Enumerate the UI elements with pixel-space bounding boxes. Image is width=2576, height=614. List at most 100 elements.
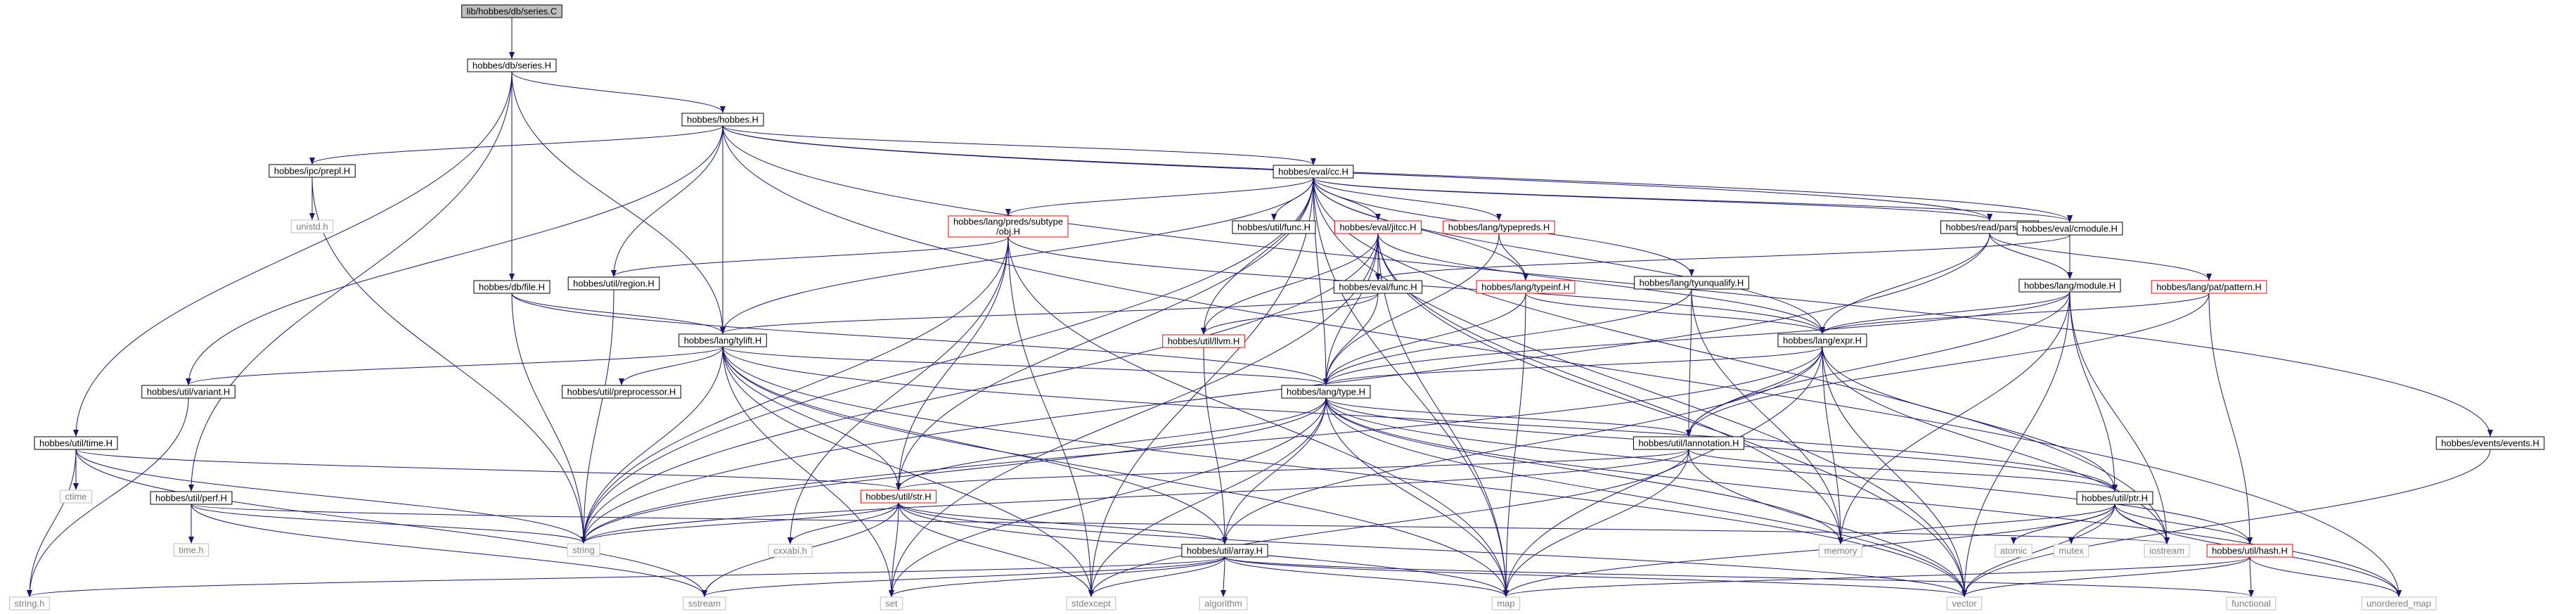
node-functional: functional <box>2226 596 2276 610</box>
node-tyunqualify[interactable]: hobbes/lang/tyunqualify.H <box>1634 276 1749 290</box>
node-label: functional <box>2232 598 2271 608</box>
edge-eval_cc-to-map <box>1313 177 1509 597</box>
node-map: map <box>1491 596 1521 610</box>
node-eval_func[interactable]: hobbes/eval/func.H <box>1333 280 1423 294</box>
node-layer: lib/hobbes/db/series.C hobbes/db/series.H… <box>9 4 2545 610</box>
node-lang_type[interactable]: hobbes/lang/type.H <box>1281 385 1371 399</box>
node-db_file[interactable]: hobbes/db/file.H <box>473 280 550 294</box>
node-box <box>1333 280 1423 294</box>
node-box <box>1443 220 1555 234</box>
node-label: hobbes/util/str.H <box>865 491 931 501</box>
edge-lang_type-to-set <box>889 397 1327 597</box>
edge-hobbes_H-to-read_parser <box>722 125 1992 221</box>
edge-util_perf-to-sstream <box>191 504 707 597</box>
node-read_parser[interactable]: hobbes/read/parser.H <box>1940 220 2040 234</box>
node-eval_cc[interactable]: hobbes/eval/cc.H <box>1273 165 1354 179</box>
edge-lannotation-to-util_str <box>896 449 1689 490</box>
edge-lang_type-to-lannotation <box>1325 397 1692 437</box>
node-box <box>2144 544 2190 558</box>
edge-util_hash-to-map <box>1503 556 2250 597</box>
edge-util_time-to-string <box>75 449 586 544</box>
node-box <box>34 436 118 450</box>
node-pat_pattern[interactable]: hobbes/lang/pat/pattern.H <box>2151 280 2267 294</box>
node-label: set <box>885 598 898 608</box>
edge-util_ptr-to-map <box>1503 504 2115 597</box>
node-lang_expr[interactable]: hobbes/lang/expr.H <box>1777 333 1867 347</box>
node-util_perf[interactable]: hobbes/util/perf.H <box>150 491 233 505</box>
node-prepl[interactable]: hobbes/ipc/prepl.H <box>269 164 356 178</box>
node-tylift[interactable]: hobbes/lang/tylift.H <box>678 333 767 347</box>
edge-eval_func-to-lang_type <box>1323 293 1379 385</box>
node-lang_module[interactable]: hobbes/lang/module.H <box>2018 279 2121 293</box>
edge-eval_cc-to-vector <box>1313 177 1967 597</box>
edge-hobbes_H-to-cmodule <box>722 125 2073 222</box>
edge-series_H-to-util_perf <box>188 71 513 492</box>
edge-tylift-to-string <box>581 346 723 544</box>
node-vector: vector <box>1946 596 1983 610</box>
node-series_H[interactable]: hobbes/db/series.H <box>467 58 557 72</box>
node-label: hobbes/util/lannotation.H <box>1638 437 1739 448</box>
edge-events_H-to-vector <box>1962 449 2491 597</box>
node-box <box>567 543 600 557</box>
node-util_time[interactable]: hobbes/util/time.H <box>34 436 118 450</box>
node-box <box>1476 280 1576 294</box>
edge-util_ptr-to-util_hash <box>2114 504 2253 544</box>
node-hobbes_H[interactable]: hobbes/hobbes.H <box>681 113 764 127</box>
node-util_ptr[interactable]: hobbes/util/ptr.H <box>2076 491 2153 505</box>
edge-pat_pattern-to-lannotation <box>1686 293 2210 437</box>
edge-read_parser-to-pat_pattern <box>1989 233 2212 281</box>
edge-lang_expr-to-util_ptr <box>1822 346 2118 492</box>
node-box <box>9 596 50 610</box>
edge-tyunqualify-to-lannotation <box>1686 288 1692 437</box>
node-label: hobbes/db/file.H <box>479 281 545 292</box>
node-label: hobbes/util/llvm.H <box>1168 335 1240 346</box>
node-box <box>290 219 334 234</box>
node-util_array[interactable]: hobbes/util/array.H <box>1181 544 1268 558</box>
edge-util_ptr-to-iostream <box>2114 504 2170 544</box>
node-util_func[interactable]: hobbes/util/func.H <box>1232 220 1316 234</box>
node-label: string.h <box>15 598 45 608</box>
node-jitcc[interactable]: hobbes/eval/jitcc.H <box>1334 220 1422 234</box>
node-box <box>1632 436 1745 450</box>
edge-util_str-to-vector <box>898 502 1967 597</box>
node-ctime: ctime <box>59 490 93 504</box>
node-cmodule[interactable]: hobbes/eval/cmodule.H <box>2016 222 2123 236</box>
node-box <box>2206 544 2293 558</box>
node-string_h: string.h <box>9 596 50 610</box>
node-util_str[interactable]: hobbes/util/str.H <box>860 490 937 504</box>
edge-lang_expr-to-lannotation <box>1686 346 1823 437</box>
node-util_llvm[interactable]: hobbes/util/llvm.H <box>1162 334 1245 348</box>
edge-lang_type-to-string <box>581 397 1327 544</box>
node-box <box>880 596 903 610</box>
node-typepreds[interactable]: hobbes/lang/typepreds.H <box>1443 220 1555 234</box>
node-box <box>2361 596 2437 610</box>
node-series_C[interactable]: lib/hobbes/db/series.C <box>461 4 562 18</box>
node-util_region[interactable]: hobbes/util/region.H <box>567 276 660 290</box>
node-label: hobbes/lang/preds/subtype <box>953 216 1063 226</box>
edge-util_ptr-to-memory <box>1838 504 2115 544</box>
node-lannotation[interactable]: hobbes/util/lannotation.H <box>1632 436 1745 450</box>
node-box <box>567 276 660 290</box>
edge-eval_cc-to-util_llvm <box>1201 177 1314 335</box>
edge-typeinf-to-lang_expr <box>1525 293 1825 334</box>
edge-series_H-to-hobbes_H <box>511 71 726 113</box>
node-preprocessor[interactable]: hobbes/util/preprocessor.H <box>562 385 681 399</box>
node-typeinf[interactable]: hobbes/lang/typeinf.H <box>1476 280 1576 294</box>
node-label: ctime <box>65 491 86 501</box>
node-box <box>1995 544 2033 558</box>
node-box <box>1162 334 1245 348</box>
edge-lang_type-to-util_array <box>1222 397 1327 544</box>
node-label: vector <box>1952 598 1977 608</box>
node-box <box>2151 280 2267 294</box>
node-label: hobbes/eval/func.H <box>1339 281 1417 292</box>
node-util_variant[interactable]: hobbes/util/variant.H <box>141 385 236 399</box>
edge-lang_expr-to-vector <box>1822 346 1967 597</box>
edge-lang_module-to-iostream <box>2069 291 2170 544</box>
node-box <box>141 385 236 399</box>
edge-eval_cc-to-lang_expr <box>1313 177 1825 334</box>
edge-lang_type-to-map <box>1325 397 1509 597</box>
node-label: hobbes/lang/expr.H <box>1783 335 1862 345</box>
node-obj_H[interactable]: hobbes/lang/preds/subtype/obj.H <box>948 215 1069 238</box>
node-events_H[interactable]: hobbes/events/events.H <box>2435 436 2545 450</box>
node-util_hash[interactable]: hobbes/util/hash.H <box>2206 544 2293 558</box>
